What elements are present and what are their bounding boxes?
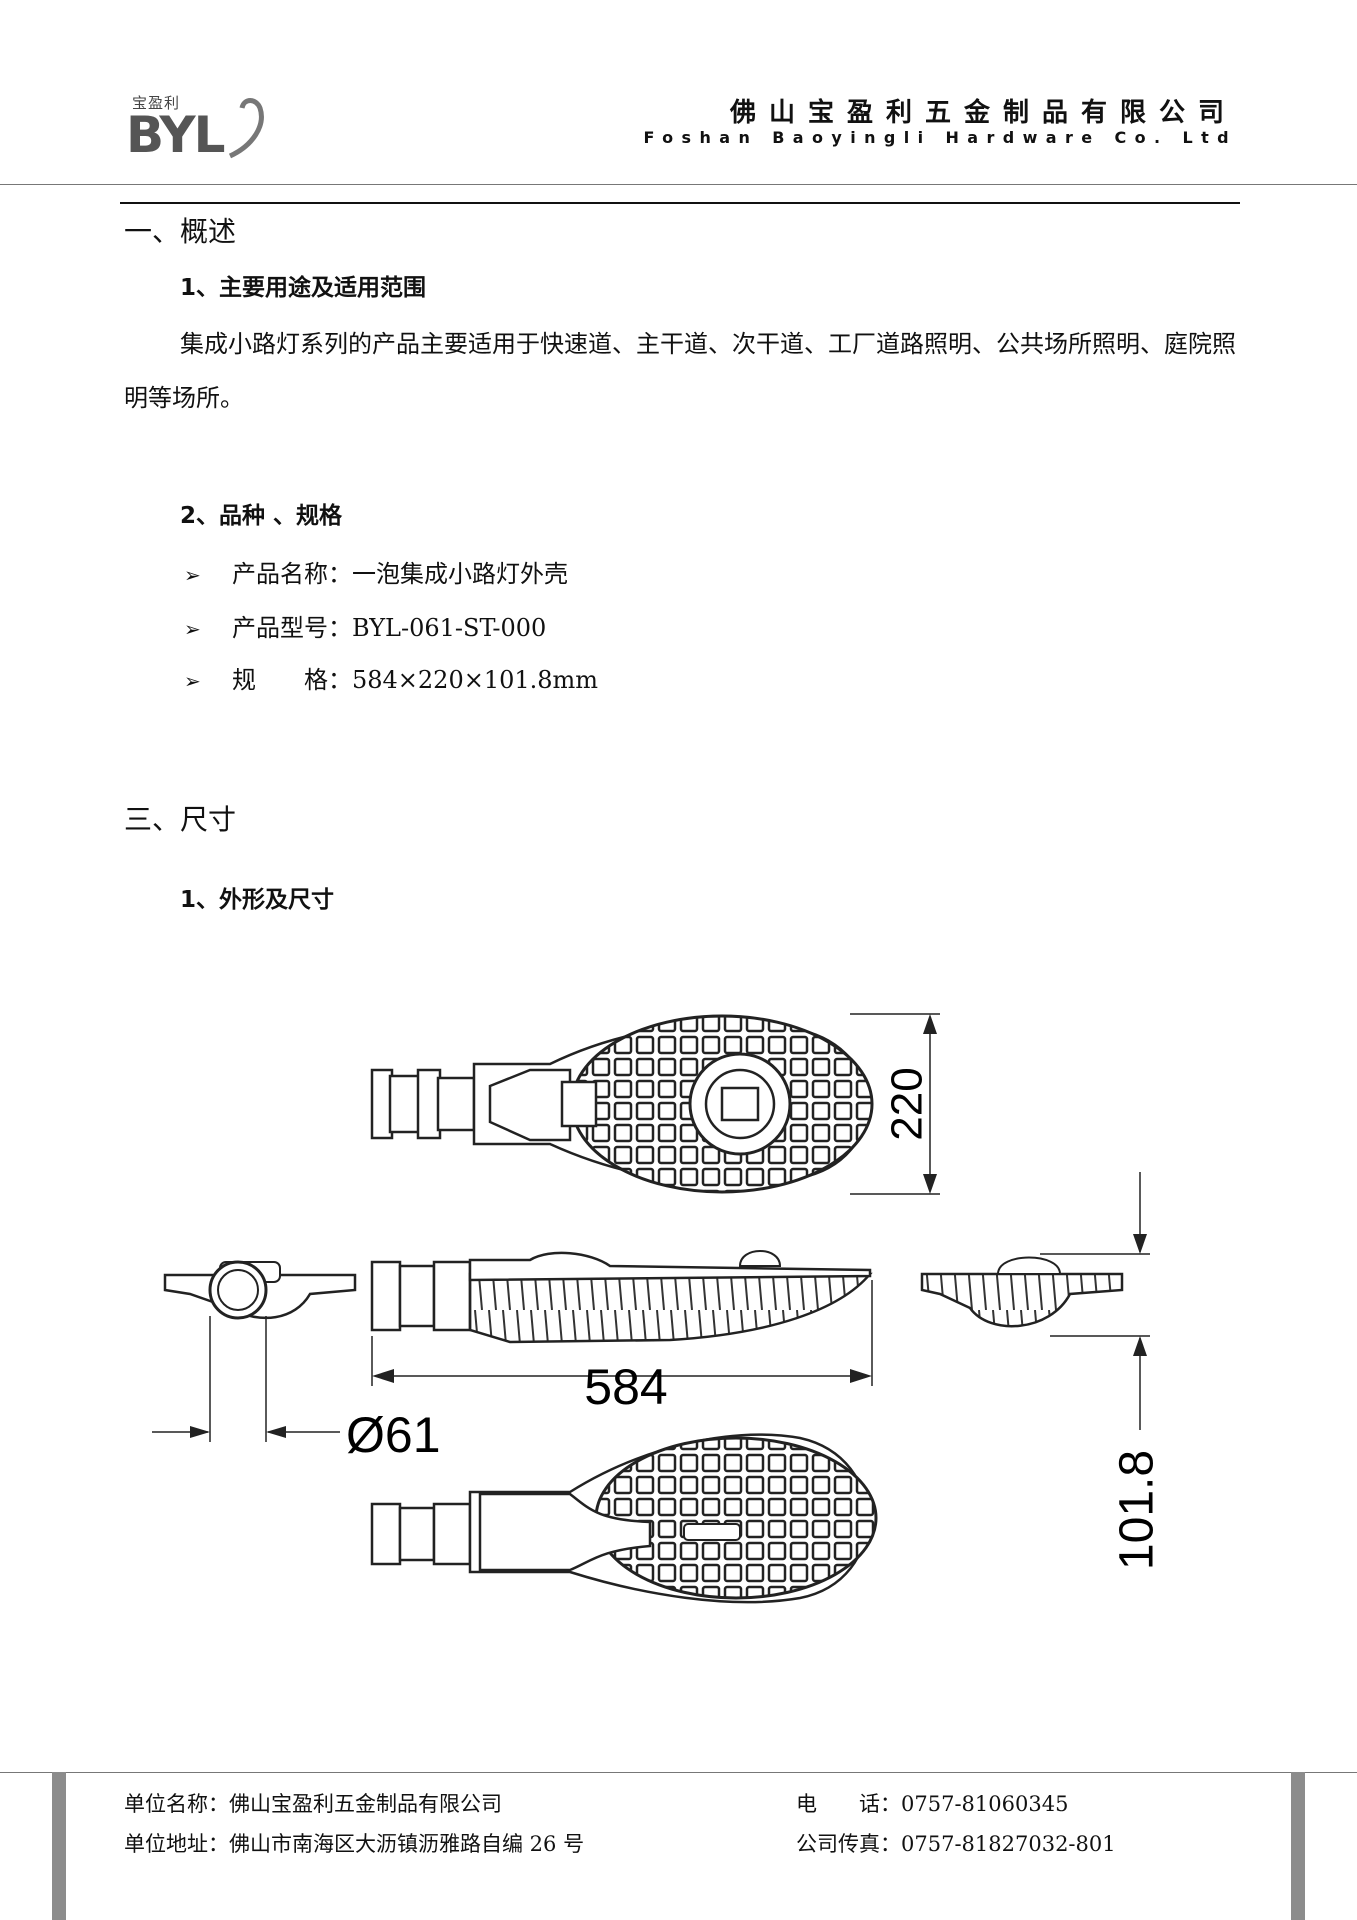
arrow-bullet-icon: ➢: [184, 617, 201, 641]
end-view-right: [920, 1256, 1124, 1328]
footer-fax: 公司传真：0757-81827032-801: [796, 1832, 1116, 1856]
header-rule: [120, 202, 1240, 204]
bullet-product-size: ➢ 规 格：584×220×101.8mm: [184, 660, 598, 695]
dimension-diameter: Ø61: [152, 1316, 441, 1463]
bullet-product-name: ➢ 产品名称：一泡集成小路灯外壳: [184, 554, 568, 589]
top-view: [370, 1014, 874, 1194]
end-view-left: [163, 1260, 357, 1320]
dimension-width-label: 220: [883, 1067, 932, 1140]
arrow-bullet-icon: ➢: [184, 563, 201, 587]
usage-scope-paragraph: 集成小路灯系列的产品主要适用于快速道、主干道、次干道、工厂道路照明、公共场所照明…: [124, 330, 1236, 412]
arrow-bullet-icon: ➢: [184, 669, 201, 693]
dimension-length: 584: [371, 1280, 873, 1415]
company-name-en: Foshan Baoyingli Hardware Co. Ltd: [643, 128, 1237, 147]
footer-right-bar: [1291, 1772, 1305, 1920]
logo-swoosh-icon: [228, 98, 264, 159]
footer-company-name: 单位名称：佛山宝盈利五金制品有限公司: [124, 1792, 502, 1816]
dimension-diameter-label: Ø61: [346, 1407, 441, 1463]
usage-scope-heading: 1、主要用途及适用范围: [180, 275, 427, 301]
dimension-height-label: 101.8: [1111, 1450, 1160, 1570]
company-logo: 宝盈利 BYL: [124, 92, 274, 164]
logo-big-text: BYL: [126, 106, 225, 164]
footer-phone: 电 话：0757-81060345: [796, 1792, 1069, 1816]
logo-small-text: 宝盈利: [132, 94, 181, 112]
dimension-height: 101.8: [1040, 1172, 1160, 1570]
bullet-text: 产品名称：一泡集成小路灯外壳: [232, 560, 568, 588]
footer-divider: [0, 1772, 1357, 1773]
bullet-text: 产品型号：BYL-061-ST-000: [232, 614, 547, 642]
outline-dimensions-heading: 1、外形及尺寸: [180, 887, 335, 913]
section-overview-title: 一、概述: [124, 215, 237, 248]
dimension-width: 220: [850, 1013, 940, 1195]
specs-heading: 2、品种 、规格: [180, 503, 343, 529]
bullet-text: 规 格：584×220×101.8mm: [232, 666, 599, 694]
bottom-view: [370, 1433, 878, 1604]
footer-company-address: 单位地址：佛山市南海区大沥镇沥雅路自编 26 号: [124, 1832, 585, 1856]
technical-drawing: 220 Ø61 584: [152, 1013, 1160, 1604]
side-view: [370, 1250, 873, 1344]
company-name-cn: 佛山宝盈利五金制品有限公司: [729, 98, 1237, 128]
footer-left-bar: [52, 1772, 66, 1920]
bullet-product-model: ➢ 产品型号：BYL-061-ST-000: [184, 608, 546, 643]
header-divider: [0, 184, 1357, 185]
dimension-length-label: 584: [584, 1359, 667, 1415]
section-dimensions-title: 三、尺寸: [124, 803, 237, 836]
